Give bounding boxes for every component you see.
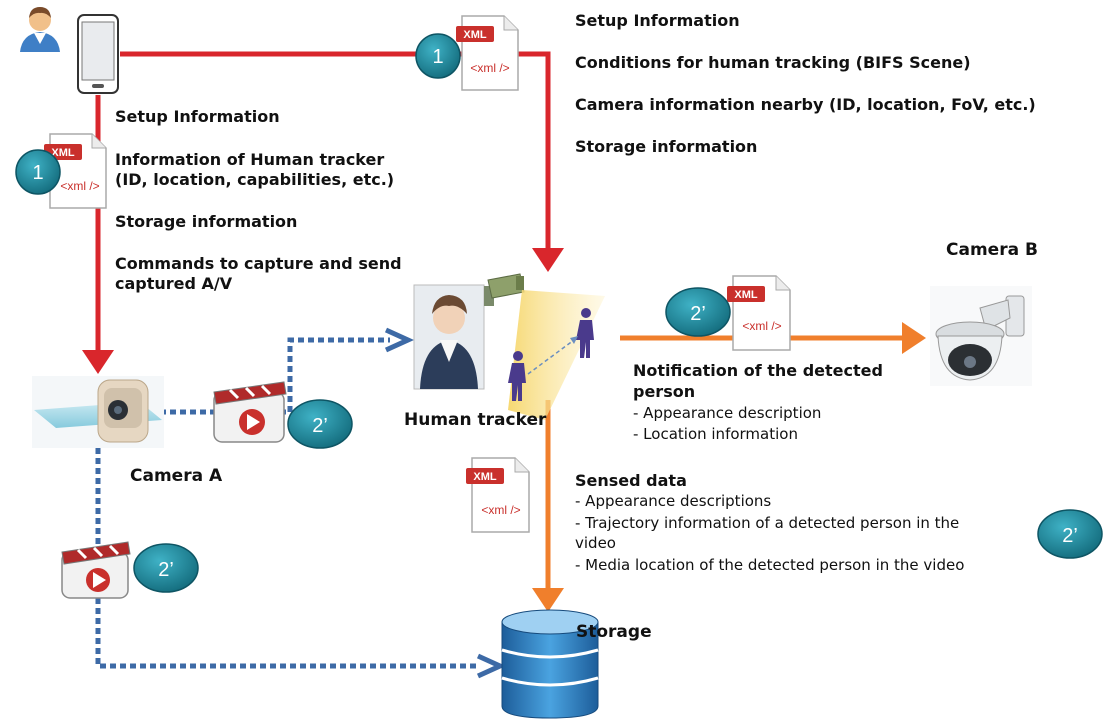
trajectory-arrow-head: [570, 336, 578, 344]
phone-tracker-info-detail: (ID, location, capabilities, etc.): [115, 170, 395, 189]
step-badge: 2’: [1037, 509, 1103, 559]
person-figure-icon: [576, 308, 594, 358]
sensed-data-item: - Appearance descriptions: [575, 492, 772, 510]
xml-tag-label: XML: [734, 289, 758, 301]
xml-document-icon: [466, 457, 530, 533]
arrow-head-tracker: [532, 248, 564, 272]
ptz-camera-icon: [930, 286, 1032, 386]
cctv-camera-icon: [484, 273, 525, 306]
storage-label: Storage: [576, 622, 652, 642]
notification-item: - Appearance description: [633, 404, 822, 422]
xml-document-icon: [456, 15, 519, 91]
phone-storage-label: Storage information: [115, 212, 298, 231]
svg-text:2’: 2’: [1062, 525, 1078, 547]
arrow-head-camera-a: [82, 350, 114, 374]
top-camera-info-label: Camera information nearby (ID, location,…: [575, 95, 1036, 114]
xml-content-label: <xml />: [470, 61, 509, 75]
camera-a-label: Camera A: [130, 466, 223, 486]
database-icon: [501, 609, 599, 719]
top-storage-label: Storage information: [575, 137, 758, 156]
step-badge: 2’: [665, 287, 731, 337]
notification-title: Notification of the detected: [633, 361, 883, 380]
step-badge: 1: [15, 149, 61, 195]
phone-commands-label-2: captured A/V: [115, 274, 233, 293]
step-badge: 1: [415, 33, 461, 79]
sensed-data-item-cont: video: [575, 534, 616, 552]
user-icon: [20, 7, 60, 52]
phone-commands-label: Commands to capture and send: [115, 254, 402, 273]
xml-tag-label: XML: [51, 147, 75, 159]
arrow-head-storage-blue: [476, 653, 507, 679]
step-badge: 2’: [287, 399, 353, 449]
xml-content-label: <xml />: [60, 179, 99, 193]
svg-text:2’: 2’: [158, 559, 174, 581]
sensed-data-item: - Media location of the detected person …: [575, 556, 965, 574]
arrow-head-tracker-blue: [384, 327, 415, 353]
svg-text:2’: 2’: [312, 415, 328, 437]
tracker-photo: [413, 284, 485, 390]
xml-document-icon: [727, 275, 791, 351]
arrow-head-camera-b: [902, 322, 926, 354]
xml-content-label: <xml />: [742, 319, 781, 333]
sensed-data-item: - Trajectory information of a detected p…: [575, 514, 960, 532]
svg-text:1: 1: [432, 46, 443, 68]
svg-text:1: 1: [32, 162, 43, 184]
xml-tag-label: XML: [473, 471, 497, 483]
camera-b-label: Camera B: [946, 240, 1038, 260]
svg-text:2’: 2’: [690, 303, 706, 325]
notification-item: - Location information: [633, 425, 798, 443]
xml-tag-label: XML: [463, 29, 487, 41]
camera-a-to-storage-line: [95, 448, 480, 669]
video-clip-icon: [61, 541, 131, 599]
phone-setup-label: Setup Information: [115, 107, 280, 126]
smartphone-icon: [77, 14, 119, 94]
red-connectors: [82, 51, 564, 374]
person-figure-icon: [508, 351, 526, 401]
phone-to-tracker-line: [120, 51, 551, 250]
top-setup-label: Setup Information: [575, 11, 740, 30]
step-badge: 2’: [133, 543, 199, 593]
phone-tracker-info-label: Information of Human tracker: [115, 150, 385, 169]
camera-a-image: [32, 376, 164, 448]
top-conditions-label: Conditions for human tracking (BIFS Scen…: [575, 53, 971, 72]
trajectory-line: [527, 339, 575, 375]
arrow-head-storage: [532, 588, 564, 612]
xml-content-label: <xml />: [481, 503, 520, 517]
sensed-data-title: Sensed data: [575, 471, 687, 490]
video-clip-icon: [213, 381, 287, 443]
human-tracker-label: Human tracker: [404, 410, 547, 430]
notification-title-2: person: [633, 382, 696, 401]
